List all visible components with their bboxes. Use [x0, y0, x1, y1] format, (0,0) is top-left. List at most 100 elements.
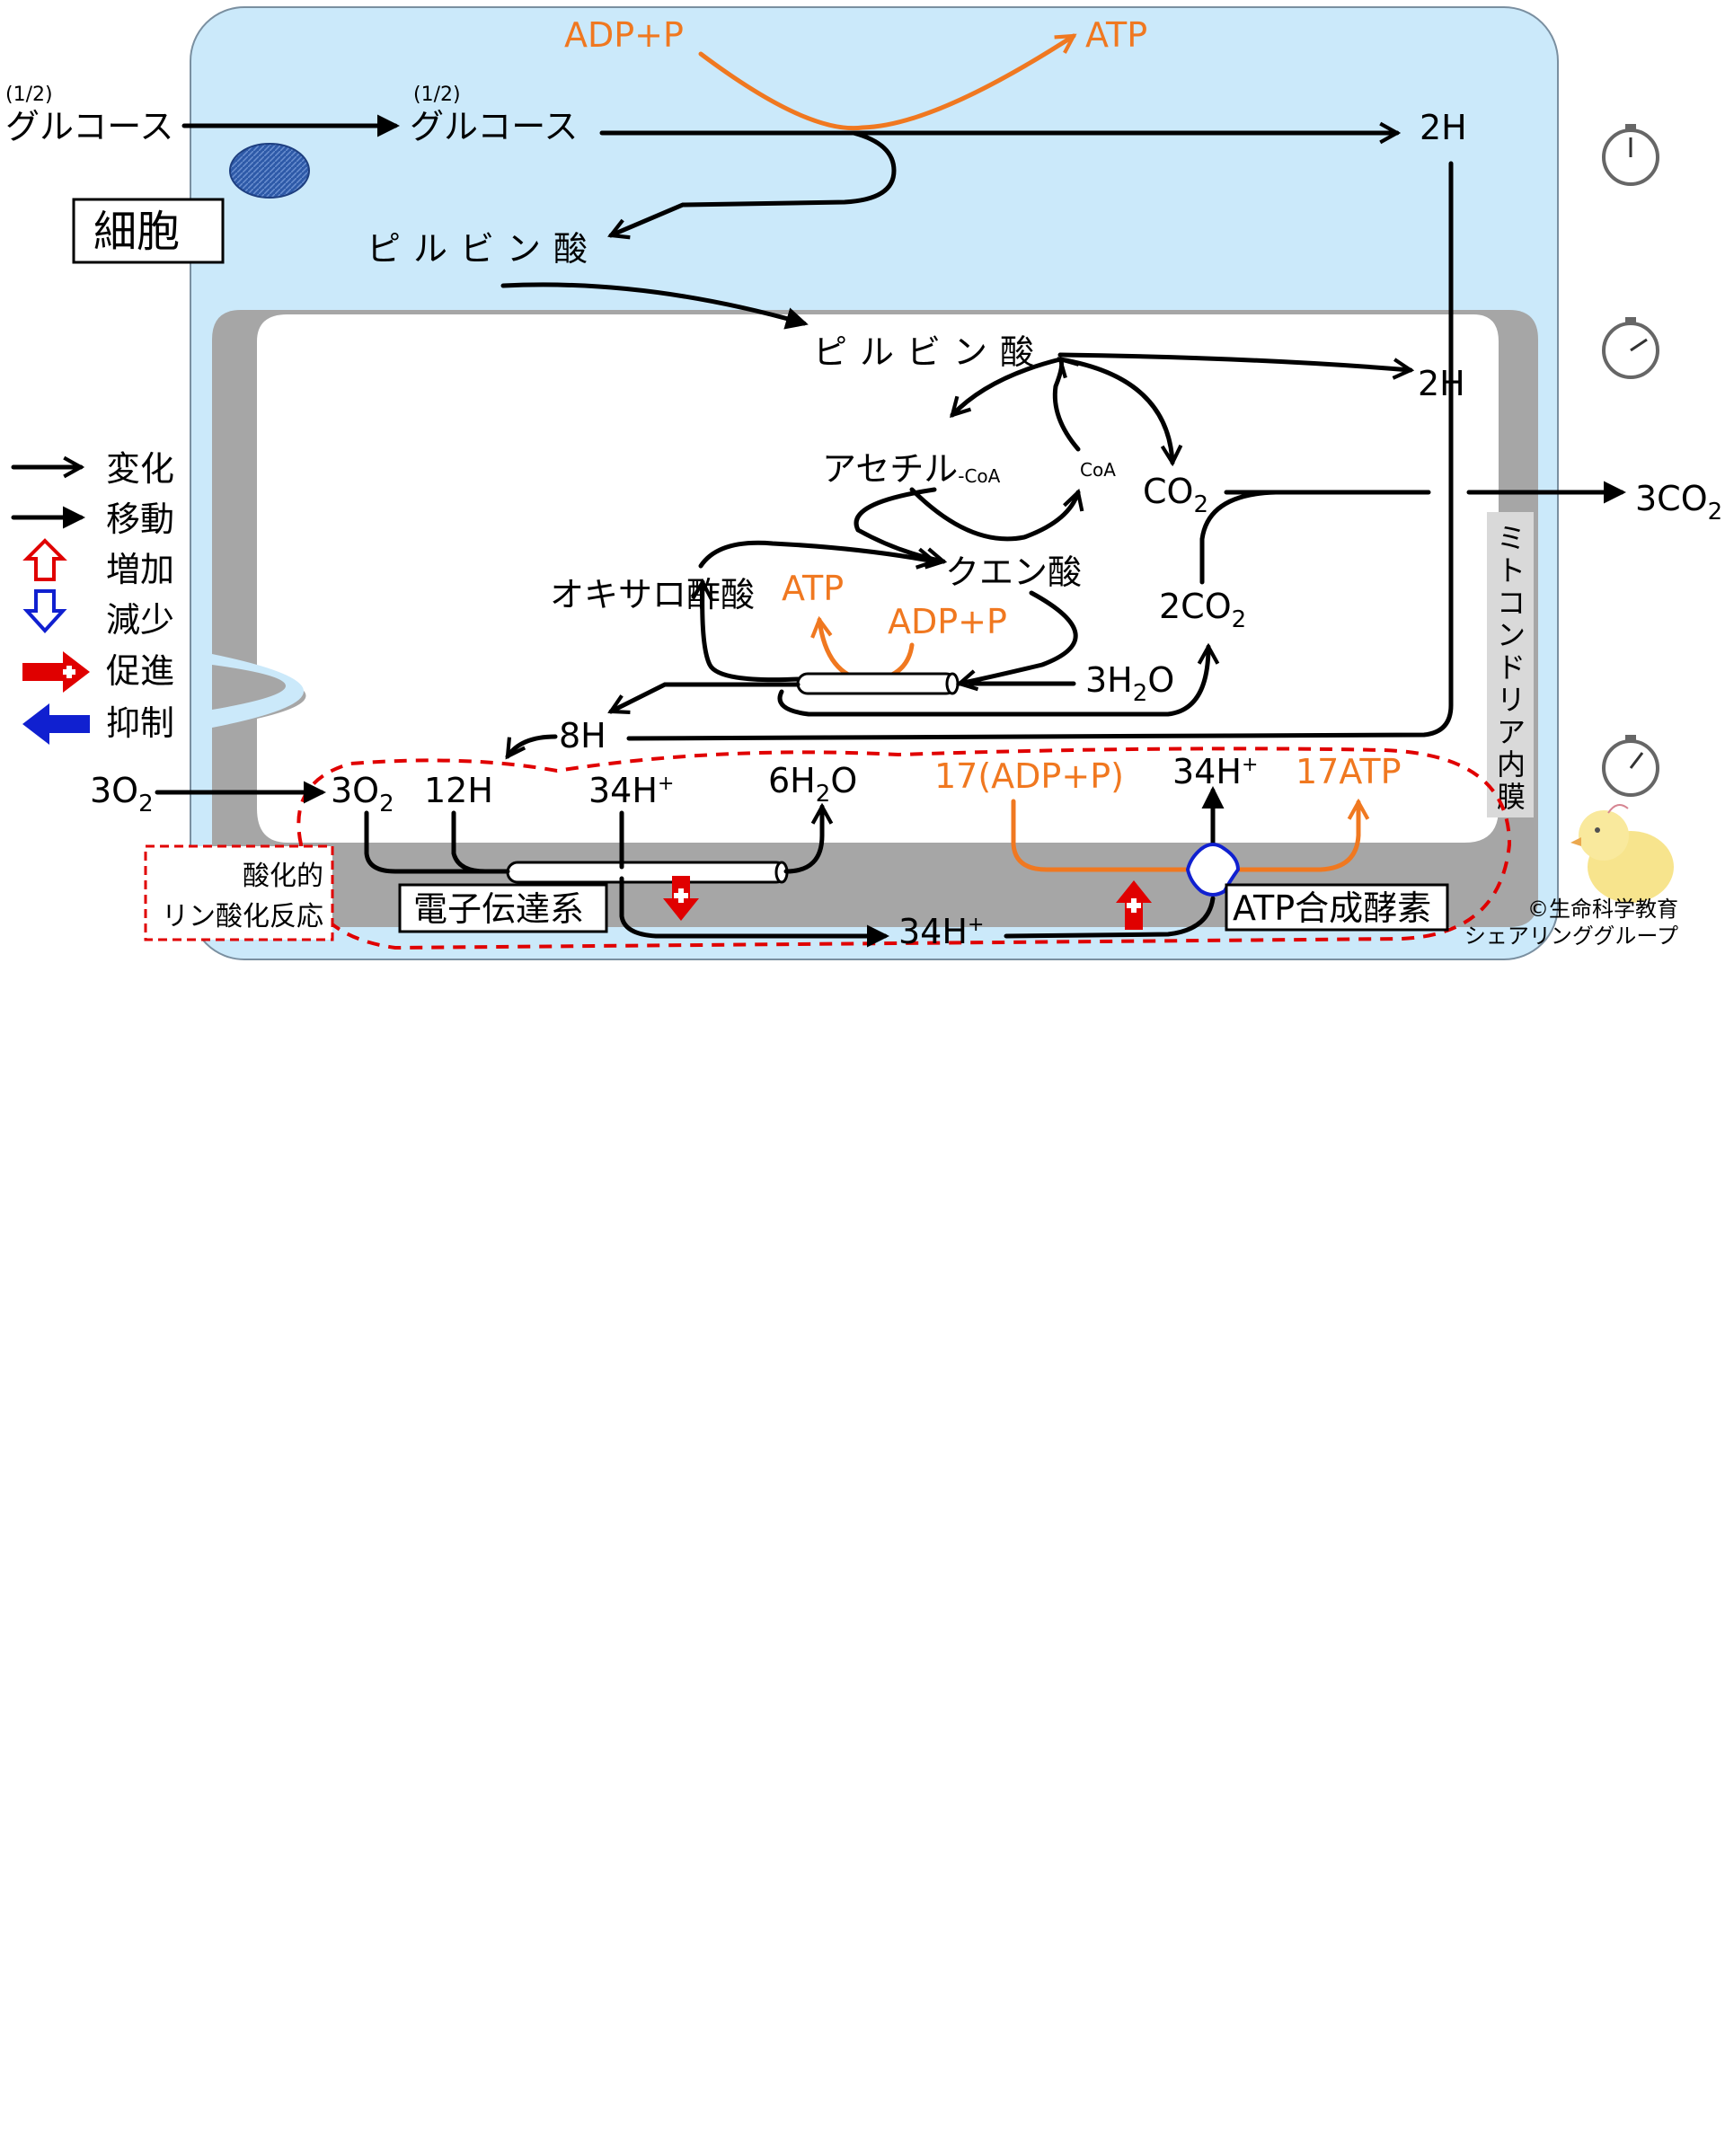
glucose-inside-fraction: (1/2)	[413, 84, 461, 106]
atp-synthase-icon	[1185, 843, 1241, 897]
co2-out: 3CO2	[1635, 479, 1722, 526]
svg-text:ン: ン	[1497, 618, 1526, 652]
citric-to-tube-arrow	[960, 590, 1078, 684]
coa-loop	[1052, 359, 1081, 452]
pyruvate-mito: ピルビン酸	[813, 332, 1047, 372]
legend-item: 変化	[11, 449, 174, 489]
legend-item: 増加	[22, 538, 174, 589]
oxphos-label-1: 酸化的	[243, 861, 323, 892]
o2-inside: 3O2	[331, 771, 394, 817]
top-atp: ATP	[1085, 15, 1147, 55]
svg-text:リ: リ	[1497, 683, 1526, 717]
glucose-inside: グルコース	[410, 107, 578, 146]
atp-synthase-box	[1225, 883, 1449, 932]
tca-adp-p: ADP+P	[888, 602, 1007, 641]
legend: 変化 移動 増加 減少 促進 抑制	[11, 449, 174, 745]
pyruvate-cytosol: ピルビン酸	[367, 229, 600, 269]
citric-acid: クエン酸	[945, 552, 1082, 592]
pyruvate-to-co2-arrow	[1057, 357, 1172, 463]
co2-2-label: 2CO2	[1159, 587, 1246, 633]
synthase-atp-arrow	[1011, 801, 1358, 872]
co2-label: CO2	[1143, 472, 1208, 518]
nucleus	[229, 143, 310, 199]
atp-synthase-label: ATP合成酵素	[1233, 888, 1431, 928]
acetyl-coa: アセチル-CoA	[822, 449, 1001, 489]
legend-item: 抑制	[22, 703, 174, 745]
blue-left-arrow-icon	[22, 703, 90, 745]
legend-item: 移動	[11, 499, 174, 539]
glucose-outside-fraction: (1/2)	[5, 84, 53, 106]
cell-label: 細胞	[93, 207, 180, 257]
coa-label: CoA	[1080, 459, 1116, 481]
adp17: 17(ADP+P)	[934, 756, 1124, 796]
h12-to-etc-line	[451, 810, 488, 874]
etc-promote-icon	[663, 876, 699, 921]
atp17: 17ATP	[1296, 752, 1402, 791]
tube-to-co2-2-arrow	[777, 647, 1208, 717]
svg-text:内: 内	[1497, 747, 1526, 782]
h34-top: 34H+	[588, 771, 674, 810]
tube-to-8h-arrow	[611, 682, 801, 711]
acetyl-to-coa-arrow	[909, 487, 1078, 542]
h2-top: 2H	[1420, 108, 1467, 147]
o2-to-etc-line	[364, 810, 510, 874]
legend-label: 移動	[106, 499, 174, 539]
svg-text:ト: ト	[1497, 553, 1526, 588]
svg-text:ミ: ミ	[1497, 521, 1526, 555]
glycolysis-atp-arrow	[698, 33, 1074, 131]
water3: 3H2O	[1085, 660, 1174, 707]
oxaloacetate-to-citric-arrow	[698, 540, 934, 566]
mitochondrial-matrix	[257, 314, 1499, 843]
legend-item: 促進	[22, 651, 174, 693]
pyruvate-transport-arrow	[500, 282, 809, 330]
co2-2-link	[1199, 490, 1278, 585]
oxaloacetate: オキサロ酢酸	[550, 575, 755, 614]
h2-mito: 2H	[1418, 364, 1465, 403]
proton-return-line	[1004, 896, 1216, 939]
stopwatch-icon	[1602, 735, 1659, 797]
cell-label-box	[72, 198, 225, 264]
etc-box	[398, 883, 608, 933]
top-adp-p: ADP+P	[564, 15, 684, 55]
etc-proton-pump-arrow	[619, 876, 889, 948]
glucose-outside: グルコース	[5, 107, 173, 146]
etc-label: 電子伝達系	[413, 889, 584, 929]
etc-to-water-arrow	[783, 807, 822, 874]
red-outline-up-arrow-icon	[22, 538, 67, 581]
copyright-1: ©生命科学教育	[1527, 897, 1678, 922]
pyruvate-to-acetyl-arrow	[952, 357, 1063, 415]
tca-enzyme-tube	[796, 672, 960, 695]
h8-to-o2-arrow	[505, 734, 558, 756]
red-plus-arrow-icon	[22, 651, 90, 693]
stopwatch-icon	[1602, 124, 1659, 186]
tube-to-oxaloacetate-arrow	[703, 582, 801, 683]
svg-text:ア: ア	[1497, 715, 1526, 749]
legend-label: 変化	[106, 449, 174, 489]
h12: 12H	[424, 771, 493, 810]
chick-mascot	[1570, 804, 1674, 903]
stopwatch-icon	[1602, 317, 1659, 379]
oxphos-label-box	[144, 844, 334, 941]
legend-label: 増加	[106, 550, 174, 589]
h34-synthase: 34H+	[1172, 752, 1258, 791]
legend-label: 促進	[106, 651, 174, 691]
h-transport-line	[626, 161, 1454, 741]
acetyl-to-citric-arrow	[854, 487, 943, 561]
water6: 6H2O	[768, 761, 857, 808]
legend-item: 減少	[22, 589, 174, 640]
blue-outline-down-arrow-icon	[22, 589, 67, 633]
membrane-label: ミ ト コ ン ド リ ア 内 膜	[1497, 521, 1526, 814]
crista	[212, 654, 304, 728]
h8: 8H	[559, 716, 606, 755]
svg-text:ド: ド	[1497, 650, 1526, 685]
etc-tube	[506, 861, 789, 884]
synthase-promote-icon	[1116, 880, 1152, 930]
o2-outside: 3O2	[90, 771, 154, 817]
legend-label: 抑制	[106, 703, 174, 743]
svg-text:膜: 膜	[1497, 780, 1526, 814]
copyright-2: シェアリンググループ	[1464, 923, 1678, 949]
glucose-to-pyruvate-arrow	[611, 130, 897, 235]
membrane-label-box	[1487, 512, 1534, 817]
h34-bottom: 34H+	[898, 912, 984, 951]
